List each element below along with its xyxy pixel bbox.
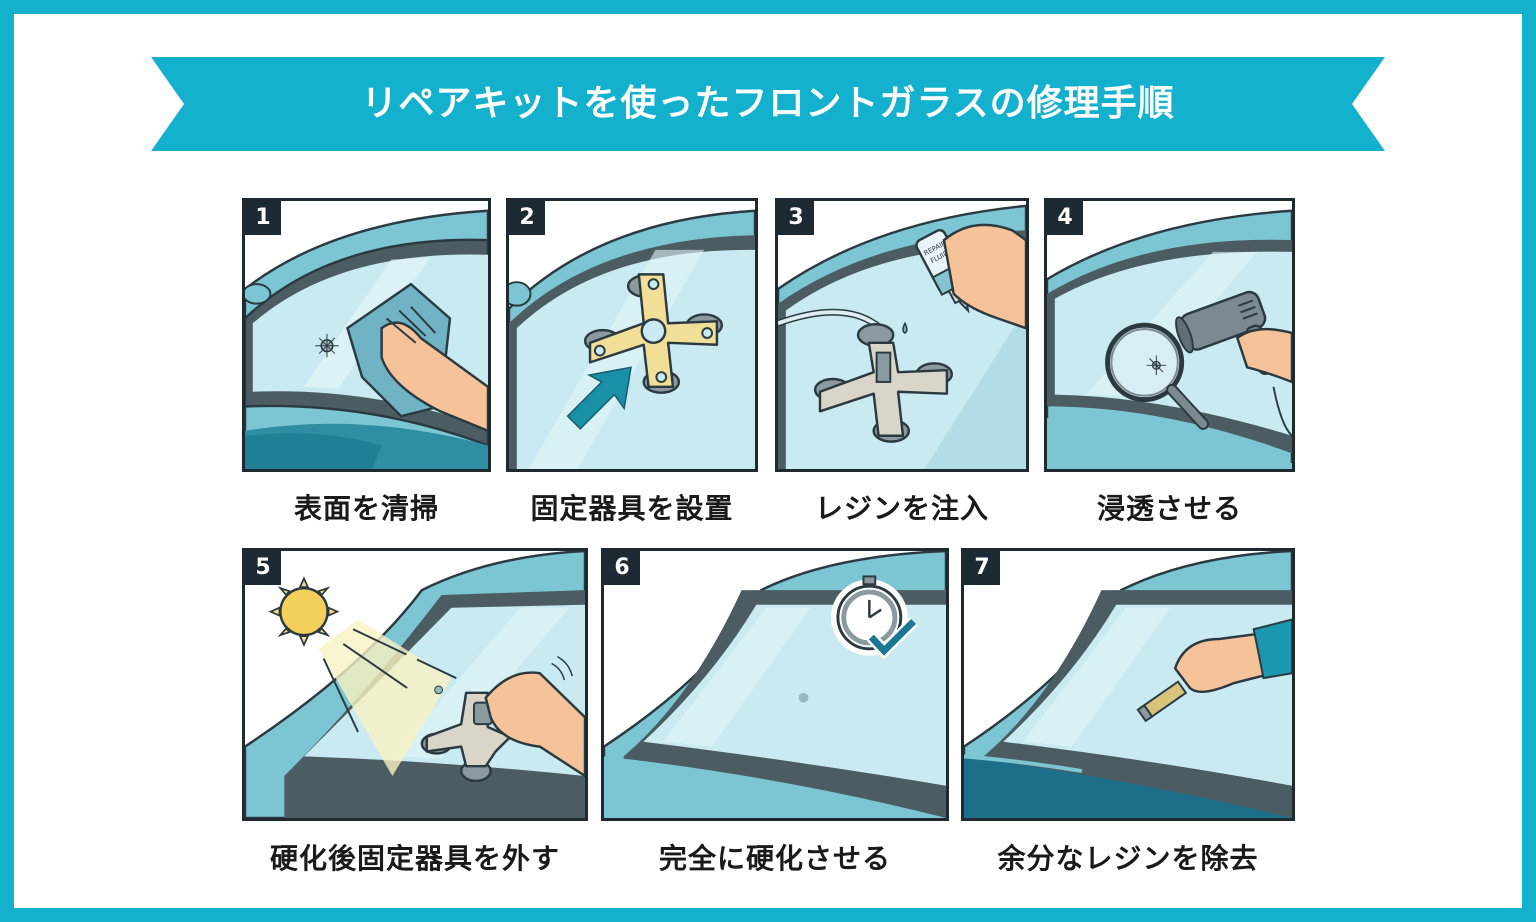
step-4-panel: 4 [1044, 198, 1295, 472]
step-5-label: 硬化後固定器具を外す [269, 842, 560, 875]
resin-injection-illustration: REPAIR FLUID [778, 201, 1026, 469]
title-banner: リペアキットを使ったフロントガラスの修理手順 [151, 57, 1385, 151]
step-1-label: 表面を清掃 [293, 492, 439, 525]
step-1-panel: 1 [242, 198, 491, 472]
step-number-badge: 7 [964, 551, 1000, 585]
step-7-label: 余分なレジンを除去 [997, 842, 1259, 875]
permeation-illustration [1047, 201, 1292, 469]
step-number-badge: 3 [778, 201, 814, 235]
cleaning-illustration [245, 201, 488, 469]
step-3-label: レジンを注入 [814, 492, 989, 525]
step-6-label: 完全に硬化させる [658, 842, 891, 875]
step-2-label: 固定器具を設置 [530, 492, 734, 525]
remove-excess-resin-illustration [964, 551, 1292, 818]
step-number-badge: 6 [604, 551, 640, 585]
step-5-panel: 5 [242, 548, 588, 821]
step-6-panel: 6 [601, 548, 949, 821]
step-number-badge: 4 [1047, 201, 1083, 235]
step-number-badge: 2 [509, 201, 545, 235]
step-number-badge: 5 [245, 551, 281, 585]
step-number-badge: 1 [245, 201, 281, 235]
step-4-label: 浸透させる [1096, 492, 1242, 525]
page-title: リペアキットを使ったフロントガラスの修理手順 [361, 83, 1175, 124]
step-3-panel: REPAIR FLUID 3 [775, 198, 1029, 472]
step-7-panel: 7 [961, 548, 1295, 821]
full-cure-illustration [604, 551, 946, 818]
sun-curing-illustration [245, 551, 585, 818]
step-2-panel: 2 [506, 198, 758, 472]
ribbon-shape [151, 57, 1385, 151]
bridge-placement-illustration [509, 201, 755, 469]
